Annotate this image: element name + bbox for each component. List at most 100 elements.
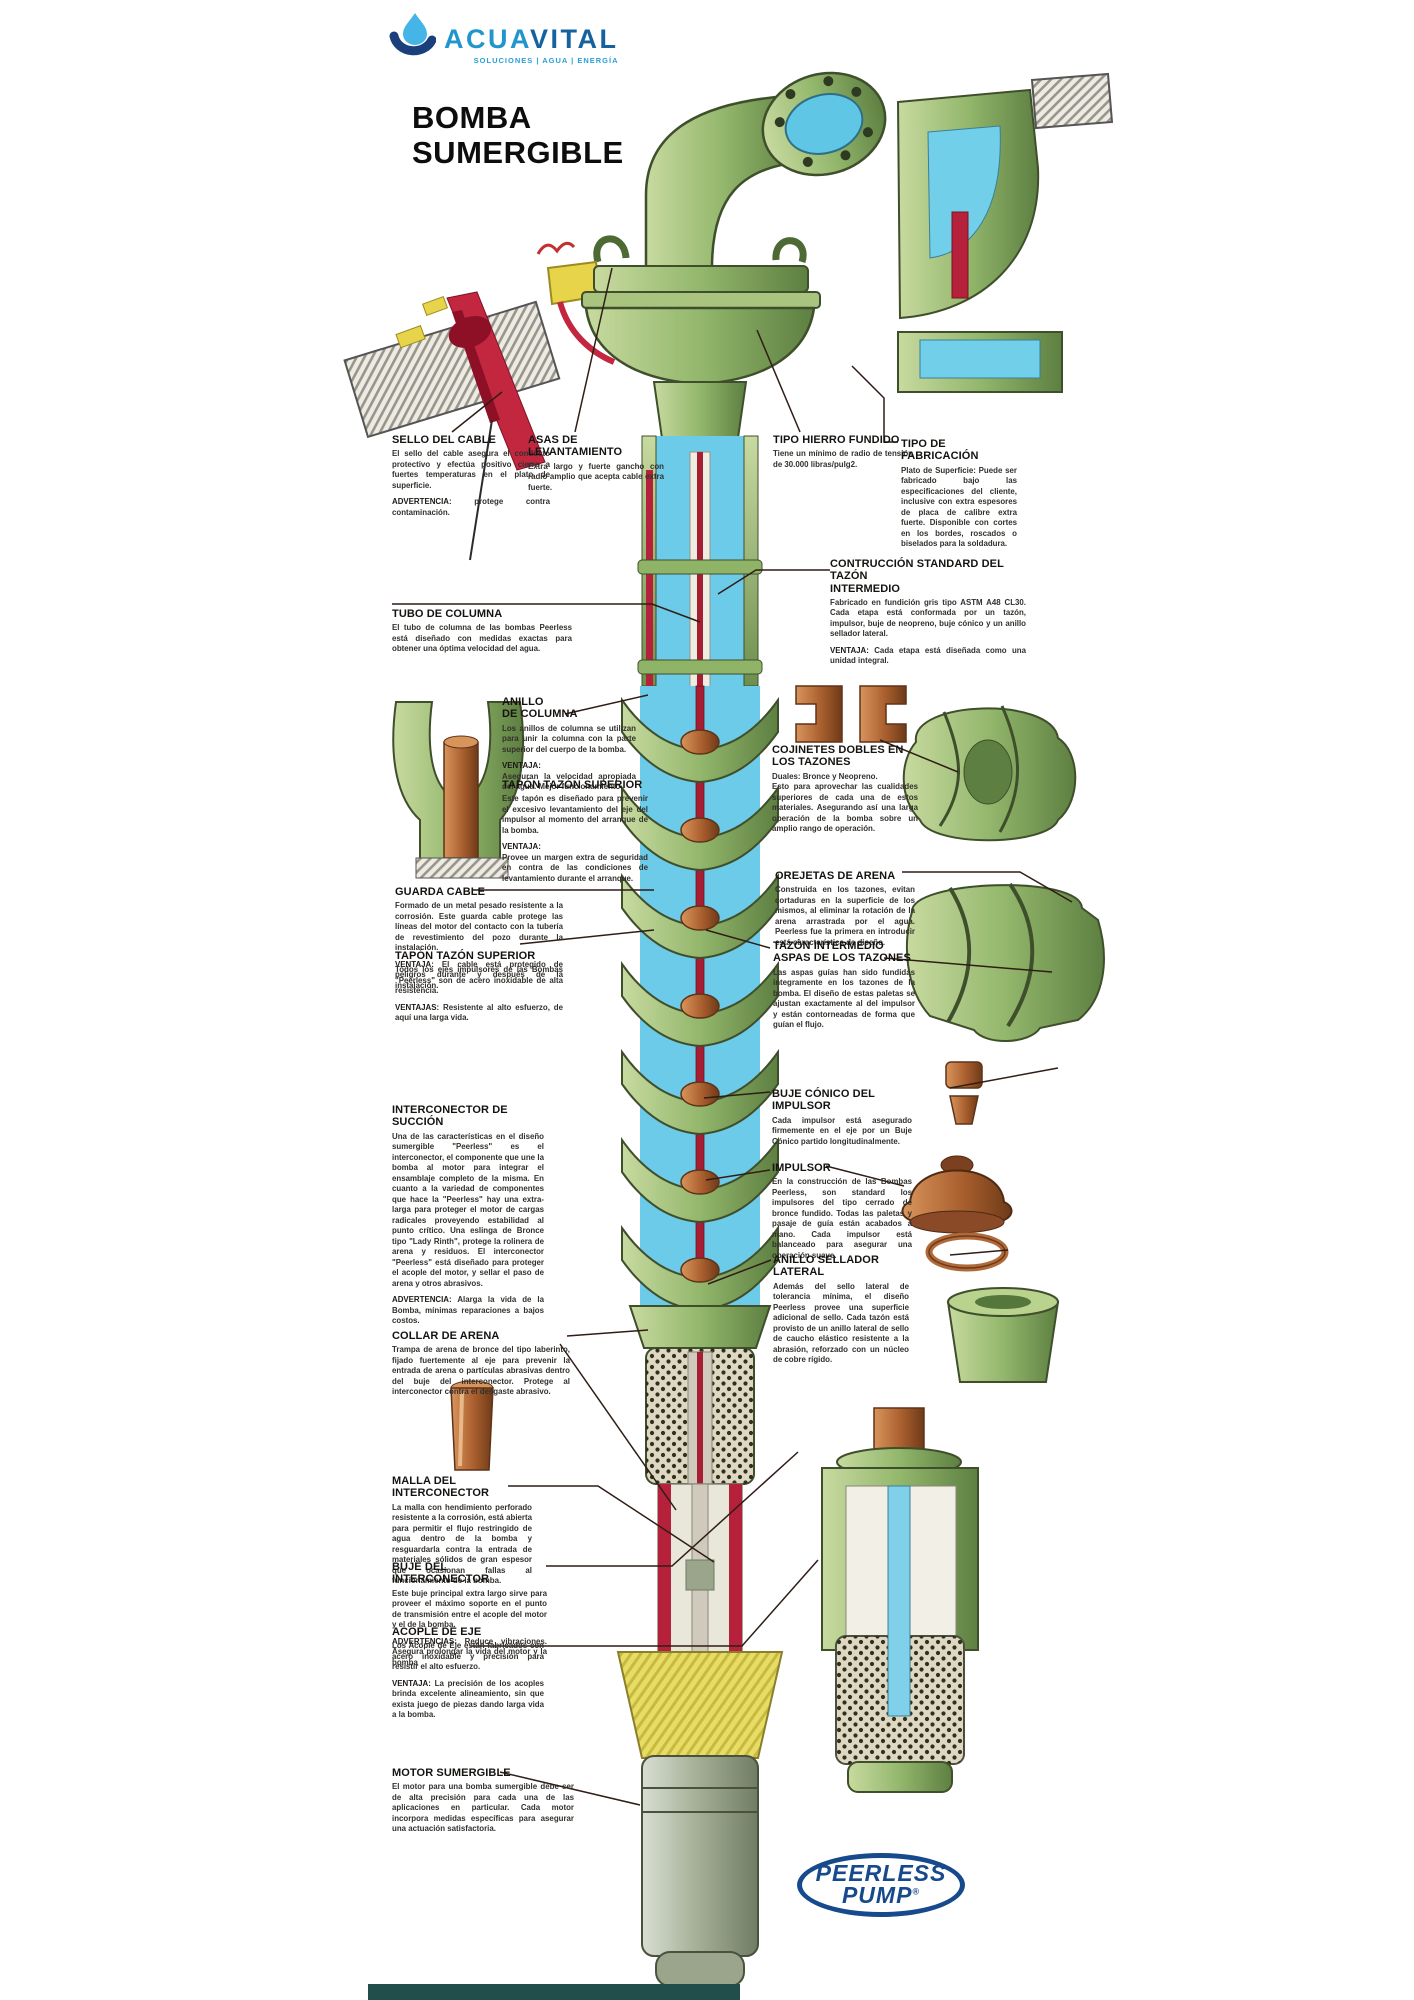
section-collar-de-arena: COLLAR DE ARENA Trampa de arena de bronc… xyxy=(392,1330,570,1398)
flange-bolt xyxy=(823,76,834,87)
section-title: MOTOR SUMERGIBLE xyxy=(392,1767,511,1779)
section-note: VENTAJA: Provee un margen extra de segur… xyxy=(502,842,648,883)
power-cable xyxy=(557,301,616,365)
bowl-cutaway-part xyxy=(902,705,1077,842)
seal-bolt xyxy=(395,325,426,349)
section-body: Construida en los tazones, evitan cortad… xyxy=(775,885,915,947)
shaft-coupling xyxy=(685,1559,715,1591)
registered-mark: ® xyxy=(912,1886,921,1897)
arc-swoosh-icon xyxy=(389,31,436,56)
section-title: COLLAR DE ARENA xyxy=(392,1330,500,1342)
brand-tagline: SOLUCIONES | AGUA | ENERGÍA xyxy=(473,56,619,65)
section-title: BUJE DEL INTERCONECTOR xyxy=(392,1561,490,1586)
impeller-hub xyxy=(680,1169,720,1195)
acuavital-logo: ACUAVITAL SOLUCIONES | AGUA | ENERGÍA xyxy=(388,12,619,65)
section-title: TIPO HIERRO FUNDIDO xyxy=(773,434,900,446)
section-title: ACOPLE DE EJE xyxy=(392,1626,482,1638)
section-body2: Esto para aprovechar las cualidades supe… xyxy=(772,782,918,834)
poster-title-line1: BOMBA xyxy=(412,100,532,135)
section-buje-del-interconector: BUJE DEL INTERCONECTOR Este buje princip… xyxy=(392,1561,547,1668)
section-body: Los Acople de Eje están fabricados con a… xyxy=(392,1641,544,1672)
discharge-head-assembly xyxy=(536,71,887,439)
section-tipo-de-fabricacion: TIPO DE FABRICACIÓN Plato de Superficie:… xyxy=(901,438,1017,550)
lifting-handle-right xyxy=(772,237,807,264)
section-note: VENTAJA: Cada etapa está diseñada como u… xyxy=(830,645,1026,666)
section-title: OREJETAS DE ARENA xyxy=(775,870,896,882)
section-body: El sello del cable asegura el conducto p… xyxy=(392,449,550,490)
section-body: Una de las características en el diseño … xyxy=(392,1131,544,1288)
impeller-hub xyxy=(680,1257,720,1283)
lifting-handle-left xyxy=(593,235,630,263)
section-interconector-de-succion: INTERCONECTOR DE SUCCIÓN Una de las cara… xyxy=(392,1104,544,1327)
water-drop-icon xyxy=(403,13,427,45)
section-motor-sumergible: MOTOR SUMERGIBLE El motor para una bomba… xyxy=(392,1767,574,1835)
impeller-hub xyxy=(680,817,720,843)
impeller-hub xyxy=(680,1081,720,1107)
footer-bar xyxy=(368,1984,740,2000)
bowl-bearings-parts xyxy=(795,685,907,743)
column-ring xyxy=(637,559,763,575)
section-title: IMPULSOR xyxy=(772,1162,831,1174)
column-assembly xyxy=(637,435,763,870)
elbow-cross-section xyxy=(896,72,1114,393)
sand-collar-part xyxy=(450,1380,494,1471)
leader-lines xyxy=(392,267,1073,1806)
peerless-logo-line1: PEERLESS xyxy=(815,1860,947,1886)
section-title: TAPÓN TAZÓN SUPERIOR xyxy=(395,950,536,962)
flange-pin xyxy=(951,211,969,299)
seal-bolt xyxy=(421,295,449,317)
cutaway-shaft xyxy=(887,1485,911,1717)
section-body: Extra largo y fuerte gancho con radio am… xyxy=(528,461,664,492)
section-body: La malla con hendimiento perforado resis… xyxy=(392,1502,532,1586)
flange-bolt xyxy=(785,89,796,100)
section-body: Plato de Superficie: Puede ser fabricado… xyxy=(901,465,1017,549)
brand-name-part2: VITAL xyxy=(530,24,619,54)
bowl-stage xyxy=(621,960,779,1048)
section-body: Tiene un mínimo de radio de tensión de 3… xyxy=(773,449,913,469)
section-impulsor: IMPULSOR En la construcción de las Bomba… xyxy=(772,1162,912,1261)
section-body: En la construcción de las Bombas Peerles… xyxy=(772,1177,912,1260)
section-body: Además del sello lateral de tolerancia m… xyxy=(773,1281,909,1365)
discharge-flange xyxy=(761,71,887,177)
impeller-part xyxy=(901,1155,1013,1234)
section-note: VENTAJA: Aseguran la velocidad apropiada… xyxy=(502,761,636,792)
impeller-hub xyxy=(680,905,720,931)
flange-bolt xyxy=(802,156,813,167)
seal-bowl-part xyxy=(946,1287,1060,1383)
section-body: Los anillos de columna se utilizan para … xyxy=(502,723,636,754)
motor-cap xyxy=(655,1951,745,1987)
section-body: Todos los ejes impulsores de las Bombas … xyxy=(395,965,563,996)
flange-bolt xyxy=(774,117,785,128)
interconnector-section xyxy=(657,1483,743,1653)
section-title: TAPÓN TAZÓN SUPERIOR xyxy=(502,779,643,791)
section-title: ASAS DE LEVANTAMIENTO xyxy=(528,434,623,459)
flange-hatched xyxy=(1030,72,1114,130)
suction-section xyxy=(628,1305,772,1485)
poster-title-line2: SUMERGIBLE xyxy=(412,135,624,171)
section-tubo-de-columna: TUBO DE COLUMNA El tubo de columna de la… xyxy=(392,608,572,655)
section-body: Formado de un metal pesado resistente a … xyxy=(395,901,563,953)
discharge-head-dome xyxy=(584,306,816,386)
section-title: TUBO DE COLUMNA xyxy=(392,608,503,620)
section-tapon-tazon-superior-1: TAPÓN TAZÓN SUPERIOR Este tapón es diseñ… xyxy=(502,779,648,884)
section-body: Cada impulsor está asegurado firmemente … xyxy=(772,1115,912,1146)
bowl-stage xyxy=(621,1136,779,1224)
bowl-stage xyxy=(621,1224,779,1312)
section-orejetas-de-arena: OREJETAS DE ARENA Construida en los tazo… xyxy=(775,870,915,948)
acuavital-logo-icon xyxy=(389,13,436,56)
taper-bushing-part xyxy=(945,1061,983,1125)
section-title: TIPO DE FABRICACIÓN xyxy=(901,438,979,463)
section-title: BUJE CÓNICO DEL IMPULSOR xyxy=(772,1088,875,1113)
surface-plate xyxy=(593,265,809,293)
section-tipo-hierro-fundido: TIPO HIERRO FUNDIDO Tiene un mínimo de r… xyxy=(773,434,913,470)
section-title: GUARDA CABLE xyxy=(395,886,486,898)
poster-title: BOMBA SUMERGIBLE xyxy=(412,100,624,170)
bowl-stage xyxy=(621,784,779,872)
